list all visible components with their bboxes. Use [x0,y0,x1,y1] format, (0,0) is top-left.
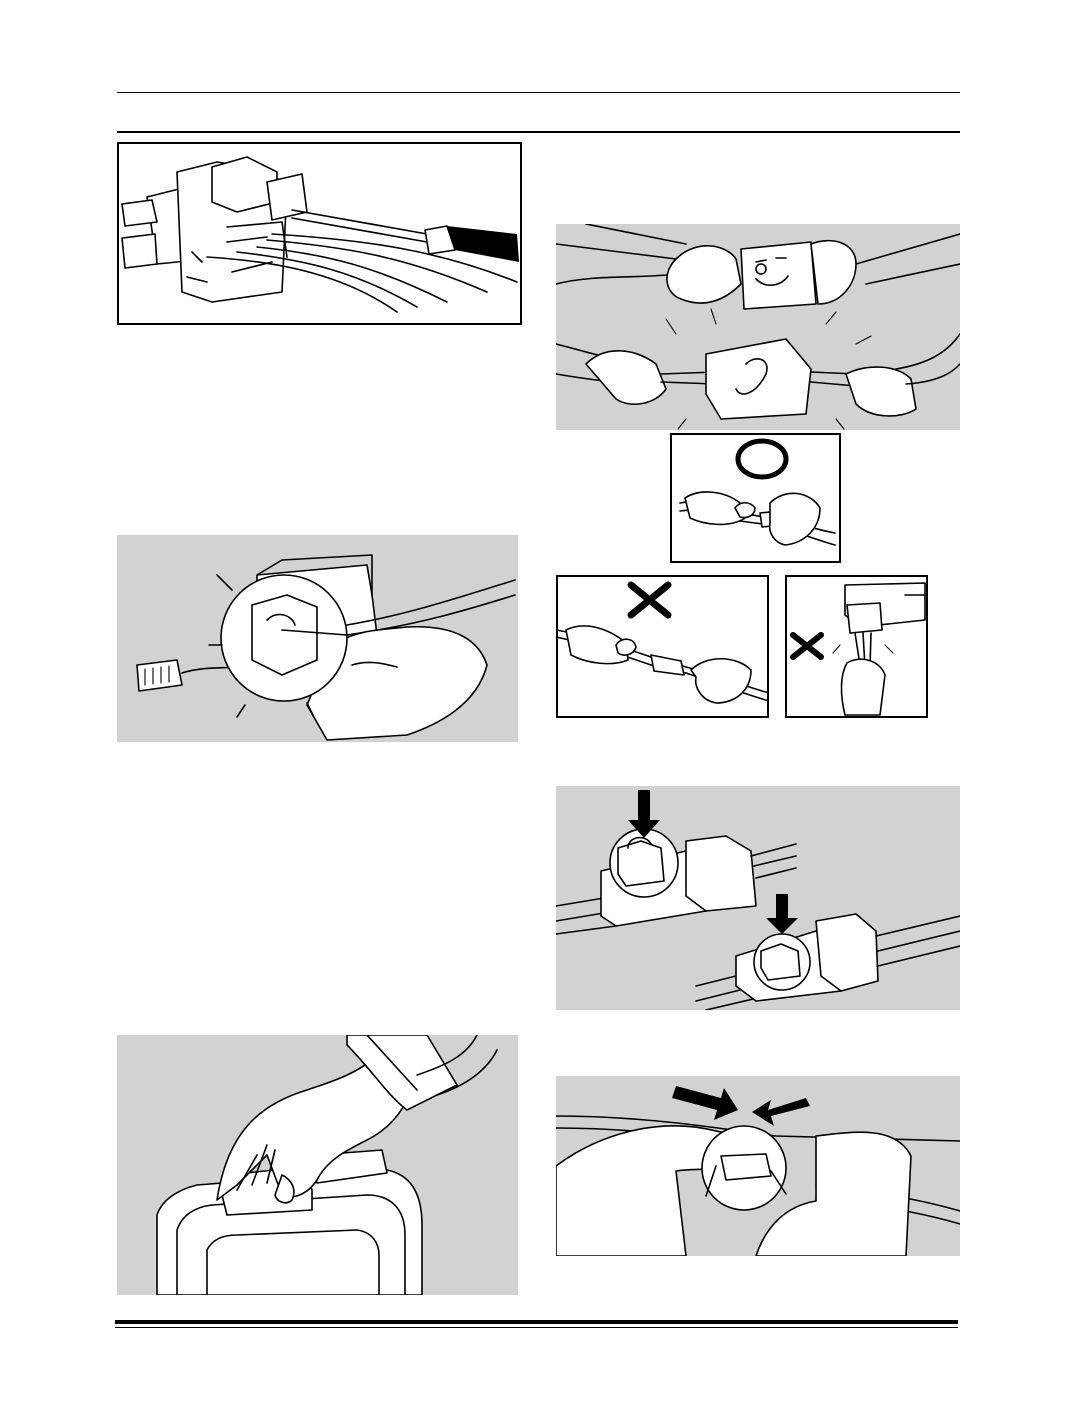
correct-hold-figure [670,433,841,563]
connector-lock-figure [117,535,518,742]
footer-rule-thick [115,1320,958,1324]
correct-circle-mark [735,438,789,480]
header-rule-thick [117,131,960,133]
pull-connector-figure [556,224,960,430]
magnifier-hand-illustration [117,535,518,742]
hands-pulling-connector-illustration [556,224,960,430]
connector-screwdriver-illustration [117,142,522,325]
footer-rule-thin [115,1327,958,1328]
incorrect-cross-mark [627,581,672,619]
hand-pulling-connector-illustration [117,1035,518,1295]
connector-screwdriver-figure [117,142,522,325]
incorrect-pull-figure [556,575,769,718]
incorrect-cross-mark [790,632,824,660]
incorrect-wire-pull-illustration [785,575,928,718]
down-arrow-illustration [556,786,960,1010]
converging-arrows-illustration [556,1076,960,1256]
incorrect-pull-illustration [556,575,769,718]
incorrect-wire-pull-figure [785,575,928,718]
unit-connector-figure [117,1035,518,1295]
correct-hold-illustration [670,433,841,563]
push-together-figure [556,1076,960,1256]
header-rule-thin [117,92,960,93]
lock-tab-figure [556,786,960,1010]
